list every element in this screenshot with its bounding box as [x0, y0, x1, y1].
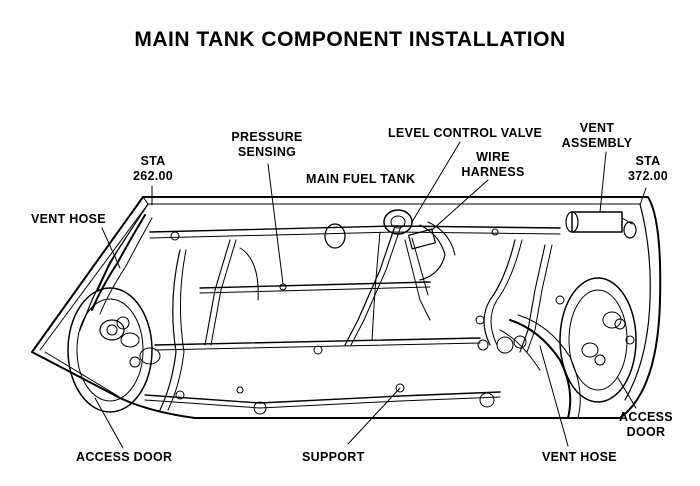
label-sta-left: STA 262.00: [132, 154, 174, 183]
pressure-sensing-tube: [199, 281, 431, 289]
vent-hose-left: [91, 214, 146, 311]
level-control-valve-shape: [383, 209, 413, 235]
label-vent-assembly: VENT ASSEMBLY: [561, 121, 633, 150]
leader-vent-assembly: [599, 151, 607, 213]
leader-level-control-valve: [411, 141, 461, 223]
wire-harness: [419, 224, 446, 281]
upper-tube: [149, 225, 561, 233]
leader-access-door-left: [94, 397, 124, 449]
support-frame-4: [483, 239, 516, 346]
diagram-title: MAIN TANK COMPONENT INSTALLATION: [134, 28, 566, 51]
label-wire-harness: WIRE HARNESS: [461, 150, 525, 179]
leader-pressure-sensing: [267, 163, 284, 285]
left-access-door: [67, 287, 153, 413]
vent-assembly-shape: [571, 211, 623, 233]
tank-outline: [31, 196, 662, 419]
leader-sta-right: [639, 187, 647, 206]
label-sta-right: STA 372.00: [627, 154, 669, 183]
float-ellipse: [324, 223, 346, 249]
leader-wire-harness: [431, 179, 489, 231]
leader-vent-hose-left: [101, 227, 121, 269]
middle-tube: [154, 337, 481, 346]
label-level-control-valve: LEVEL CONTROL VALVE: [388, 126, 543, 140]
leader-support: [347, 387, 401, 445]
label-main-fuel-tank: MAIN FUEL TANK: [306, 172, 416, 186]
vent-hose-right: [509, 319, 572, 419]
support-frame-2: [204, 239, 231, 346]
label-access-door-right: ACCESS DOOR: [619, 410, 673, 439]
support-frame-3: [344, 225, 396, 346]
label-access-door-left: ACCESS DOOR: [76, 450, 173, 464]
right-access-door: [559, 277, 637, 403]
label-support: SUPPORT: [302, 450, 365, 464]
leader-vent-hose-right: [539, 345, 569, 447]
label-vent-hose-left: VENT HOSE: [31, 212, 106, 226]
leader-access-door-right: [617, 377, 637, 409]
label-pressure-sensing: PRESSURE SENSING: [231, 130, 303, 159]
lower-tube: [144, 391, 501, 404]
support-frame-1: [159, 249, 181, 411]
label-vent-hose-right: VENT HOSE: [542, 450, 617, 464]
right-bulkhead: [624, 203, 651, 401]
